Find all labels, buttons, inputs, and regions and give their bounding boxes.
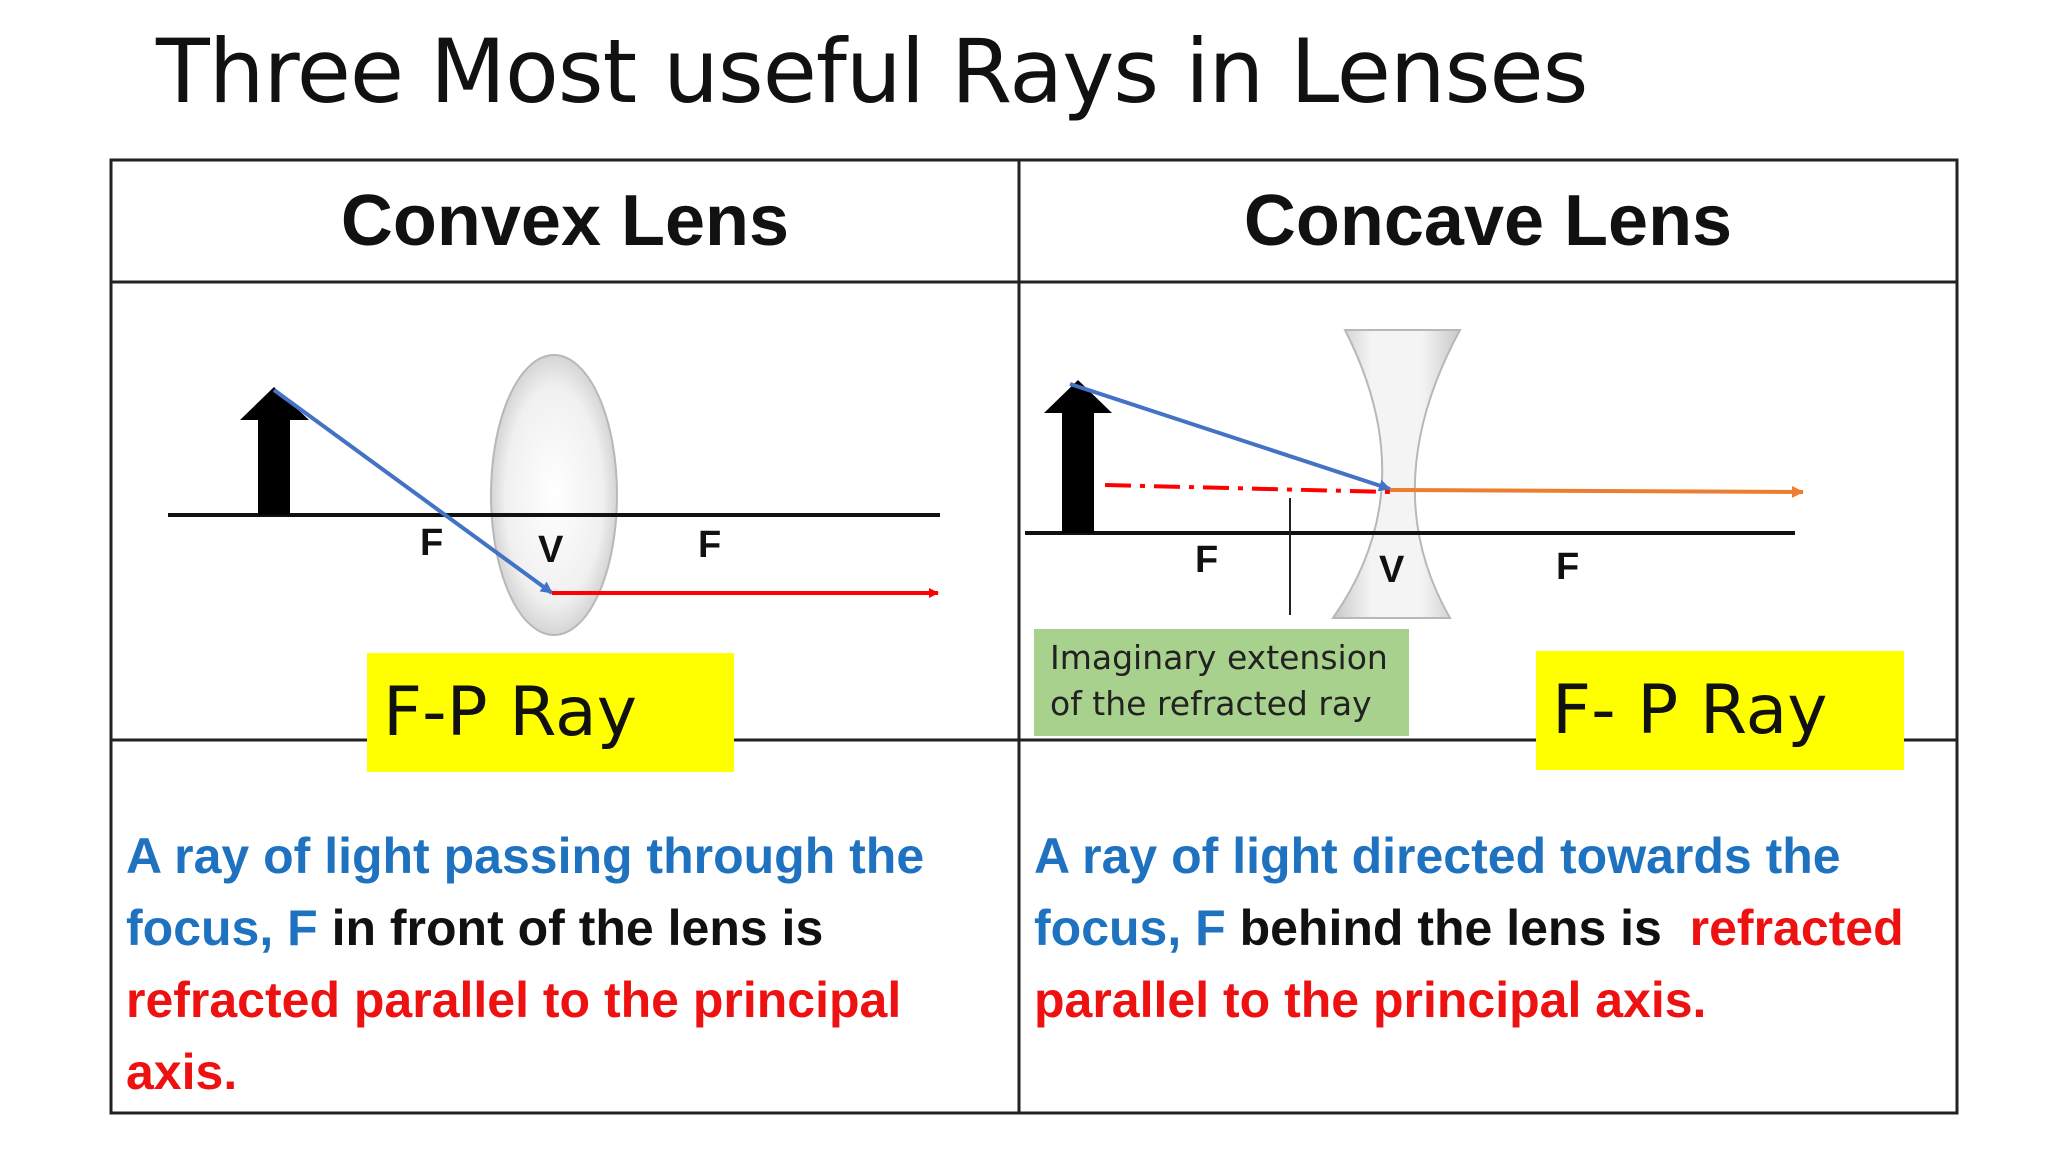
concave-lens <box>1331 329 1462 619</box>
convex-lens <box>490 354 618 636</box>
convex-diagram <box>168 354 940 636</box>
concave-description-part2: behind the lens is <box>1225 900 1690 956</box>
convex-incident-ray <box>272 388 554 595</box>
convex-ray-name: F-P Ray <box>367 653 734 772</box>
concave-refracted-ray <box>1389 485 1804 498</box>
concave-object-arrow <box>1044 380 1112 533</box>
page-title: Three Most useful Rays in Lenses <box>156 20 1589 123</box>
convex-object-arrow <box>240 387 309 515</box>
convex-description-part2: in front of the lens is <box>317 900 824 956</box>
convex-description-part1: A ray of light passing through the focus… <box>126 828 925 956</box>
imaginary-extension-line <box>1104 483 1391 494</box>
convex-focus-right-label: F <box>698 524 721 566</box>
concave-focus-right-label: F <box>1556 546 1579 588</box>
convex-heading: Convex Lens <box>340 181 790 261</box>
concave-vertex-label: V <box>1379 549 1405 591</box>
concave-ray-name: F- P Ray <box>1536 651 1904 770</box>
concave-incident-ray <box>1069 382 1391 492</box>
concave-focus-left-label: F <box>1195 539 1218 581</box>
convex-vertex-label: V <box>538 529 564 571</box>
concave-description: A ray of light directed towards the focu… <box>1034 820 1939 1036</box>
convex-description: A ray of light passing through the focus… <box>126 820 1006 1108</box>
concave-description-part3: refracted parallel to the principal axis… <box>1034 900 1904 1028</box>
concave-heading: Concave Lens <box>1243 181 1733 261</box>
convex-focus-left-label: F <box>420 522 443 564</box>
concave-description-part1: A ray of light directed towards the focu… <box>1034 828 1841 956</box>
concave-diagram <box>1025 329 1804 619</box>
convex-description-part3: refracted parallel to the principal axis… <box>126 972 902 1100</box>
imaginary-extension-annotation: Imaginary extension of the refracted ray <box>1034 629 1409 736</box>
